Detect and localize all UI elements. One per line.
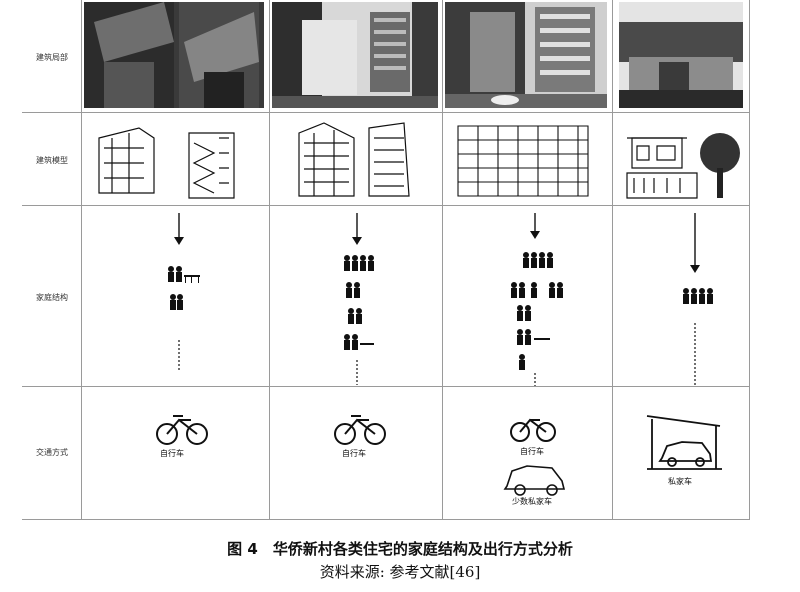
facade-photo-2 xyxy=(272,2,438,108)
row-label-facade: 建筑局部 xyxy=(36,53,68,62)
transport-label-4: 私家车 xyxy=(668,477,692,486)
transport-label-1: 自行车 xyxy=(160,449,184,458)
facade-photo-4 xyxy=(619,2,743,108)
family-structure-cell-1 xyxy=(168,213,200,370)
family-structure-cell-2 xyxy=(344,213,374,385)
grid-divider xyxy=(749,0,750,520)
transport-label-3a: 自行车 xyxy=(520,447,544,456)
bicycle-icon xyxy=(334,415,386,445)
facade-photo-3 xyxy=(445,2,607,108)
bicycle-and-car-icon xyxy=(503,418,566,496)
family-structure-cell-3 xyxy=(511,213,563,386)
row-label-model: 建筑模型 xyxy=(36,156,68,165)
grid-divider xyxy=(81,0,82,520)
grid-divider xyxy=(22,386,750,387)
building-model-4 xyxy=(626,133,740,199)
building-model-2 xyxy=(298,122,410,197)
family-structure-cell-4 xyxy=(683,213,713,386)
grid-divider xyxy=(22,519,750,520)
garage-car-icon xyxy=(646,415,722,470)
building-model-1 xyxy=(98,127,235,199)
grid-divider xyxy=(22,205,750,206)
facade-photo-1 xyxy=(84,2,264,108)
row-label-family: 家庭结构 xyxy=(36,293,68,302)
building-model-3 xyxy=(457,125,589,197)
grid-divider xyxy=(269,0,270,520)
grid-divider xyxy=(442,0,443,520)
grid-divider xyxy=(22,112,750,113)
transport-label-3b: 少数私家车 xyxy=(512,497,552,506)
figure-source: 资料来源: 参考文献[46] xyxy=(319,563,481,581)
grid-divider xyxy=(612,0,613,520)
bicycle-icon xyxy=(156,415,208,445)
figure-panel: 建筑局部 建筑模型 家庭结构 交通方式 xyxy=(22,0,750,520)
row-label-transport: 交通方式 xyxy=(36,448,68,457)
transport-label-2: 自行车 xyxy=(342,449,366,458)
figure-caption: 图 4 华侨新村各类住宅的家庭结构及出行方式分析 xyxy=(227,540,573,558)
